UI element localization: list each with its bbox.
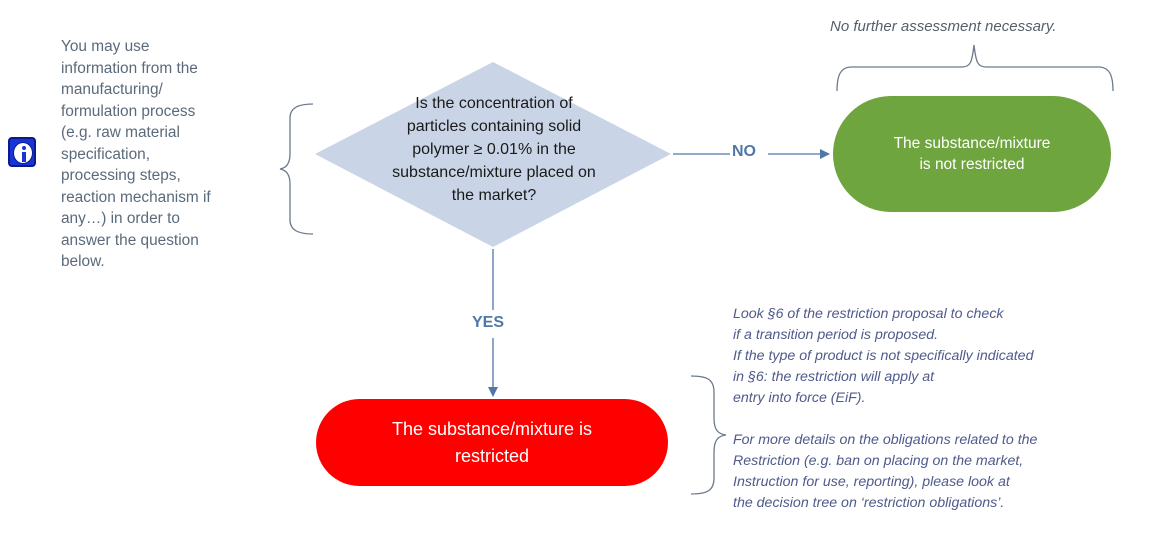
transition-note-paragraph-2: For more details on the obligations rela…	[733, 432, 1038, 511]
not-restricted-outcome: The substance/mixture is not restricted	[833, 96, 1111, 212]
no-label: NO	[732, 143, 756, 160]
decision-diamond	[315, 62, 671, 247]
transition-note: Look §6 of the restriction proposal to c…	[733, 304, 1165, 514]
transition-brace	[690, 375, 727, 495]
no-further-assessment-note: No further assessment necessary.	[830, 18, 1057, 35]
yes-label: YES	[472, 314, 505, 331]
info-note: You may use information from the manufac…	[61, 38, 211, 270]
not-restricted-label: The substance/mixture is not restricted	[893, 135, 1051, 173]
transition-note-paragraph-1: Look §6 of the restriction proposal to c…	[733, 306, 1034, 406]
info-brace	[279, 103, 314, 235]
restricted-label: The substance/mixture is restricted	[391, 418, 593, 466]
decision-question: Is the concentration of particles contai…	[392, 95, 596, 204]
no-further-brace	[836, 44, 1114, 92]
restricted-outcome: The substance/mixture is restricted	[316, 399, 668, 486]
info-icon	[8, 137, 36, 167]
